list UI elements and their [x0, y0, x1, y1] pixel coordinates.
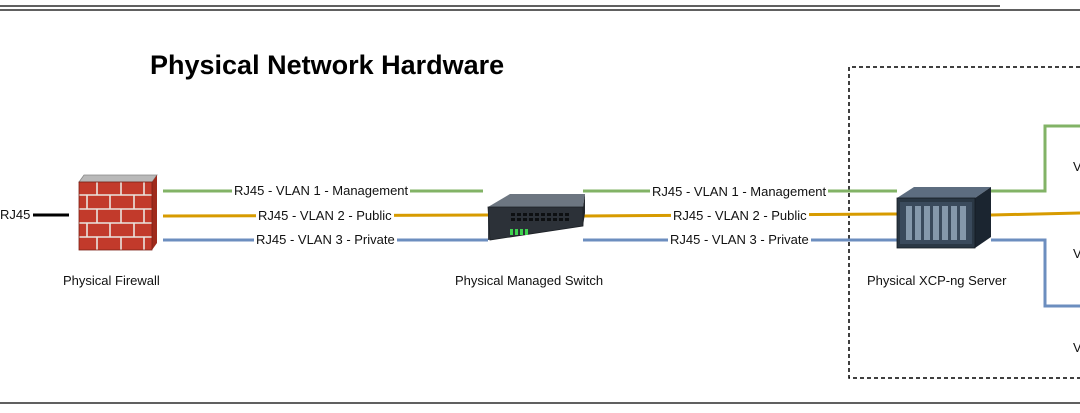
cropped-label-fragment-3: V	[1073, 246, 1080, 261]
wan-stub-label: RJ45	[0, 207, 33, 223]
firewall-caption: Physical Firewall	[63, 273, 160, 288]
link-label-vlan3-switch-server: RJ45 - VLAN 3 - Private	[668, 232, 811, 248]
cropped-label-fragment-1: V	[1073, 159, 1080, 174]
switch-caption: Physical Managed Switch	[455, 273, 604, 288]
switch-icon	[487, 194, 585, 241]
cable-vlan3-server-vm	[991, 238, 1080, 308]
diagram-title: Physical Network Hardware	[150, 50, 505, 80]
link-label-vlan2-fw-switch: RJ45 - VLAN 2 - Public	[256, 208, 394, 224]
firewall-icon	[78, 174, 158, 251]
cropped-label-fragment-4: V	[1073, 340, 1080, 355]
cable-vlan1-server-vm	[991, 124, 1080, 193]
link-label-vlan1-switch-server: RJ45 - VLAN 1 - Management	[650, 184, 829, 200]
link-label-vlan2-switch-server: RJ45 - VLAN 2 - Public	[671, 208, 809, 224]
server-caption: Physical XCP-ng Server	[867, 273, 1007, 288]
server-icon	[896, 187, 991, 249]
server-group-boundary	[848, 66, 1080, 379]
link-label-vlan3-fw-switch: RJ45 - VLAN 3 - Private	[254, 232, 397, 248]
link-label-vlan1-fw-switch: RJ45 - VLAN 1 - Management	[232, 183, 411, 199]
cable-vlan2-server-vm	[990, 211, 1080, 217]
